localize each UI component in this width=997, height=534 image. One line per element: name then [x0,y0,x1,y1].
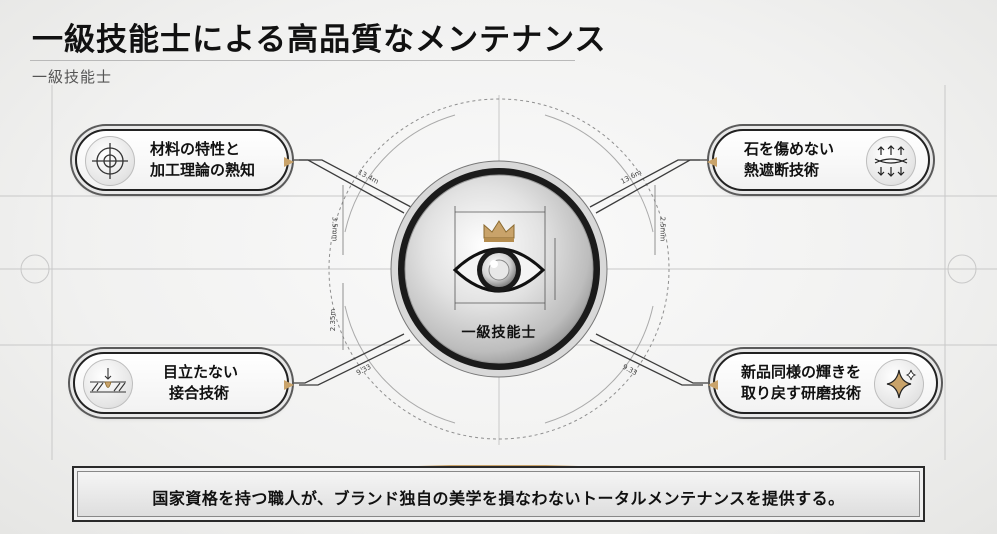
feature-text: 目立たない 接合技術 [163,362,238,404]
center-label: 一級技能士 [461,325,537,341]
feature-card-polishing: 新品同様の輝きを 取り戻す研磨技術 [708,352,938,414]
sparkle-icon [874,359,924,409]
feature-text: 石を傷めない 熱遮断技術 [744,139,834,181]
feature-line: 石を傷めない [744,140,835,158]
banner-text: 国家資格を持つ職人が、ブランド独自の美学を損なわないトータルメンテナンスを提供す… [152,489,845,508]
title-divider [30,60,575,61]
summary-banner: 国家資格を持つ職人が、ブランド独自の美学を損なわないトータルメンテナンスを提供す… [72,466,925,522]
feature-card-invisible-joint: 目立たない 接合技術 [73,352,294,414]
crosshair-icon [85,136,135,186]
gold-connector-notch [707,157,717,167]
feature-text: 新品同様の輝きを 取り戻す研磨技術 [741,362,861,404]
feature-line: 接合技術 [169,384,230,402]
gold-connector-notch [284,157,294,167]
page-title: 一級技能士による高品質なメンテナンス [32,22,607,58]
feature-line: 加工理論の熟知 [150,161,256,179]
gold-connector-notch [708,380,718,390]
heat-flow-icon [866,136,916,186]
feature-line: 材料の特性と [150,140,241,158]
feature-card-heat-shield: 石を傷めない 熱遮断技術 [707,129,930,191]
weld-joint-icon [83,359,133,409]
feature-card-material-knowledge: 材料の特性と 加工理論の熟知 [75,129,294,191]
feature-line: 取り戻す研磨技術 [741,384,862,402]
gold-connector-notch [284,380,294,390]
page-subtitle: 一級技能士 [32,68,113,86]
feature-line: 新品同様の輝きを [741,363,862,381]
feature-text: 材料の特性と 加工理論の熟知 [150,139,255,181]
feature-line: 熱遮断技術 [744,161,820,179]
feature-line: 目立たない [163,363,239,381]
